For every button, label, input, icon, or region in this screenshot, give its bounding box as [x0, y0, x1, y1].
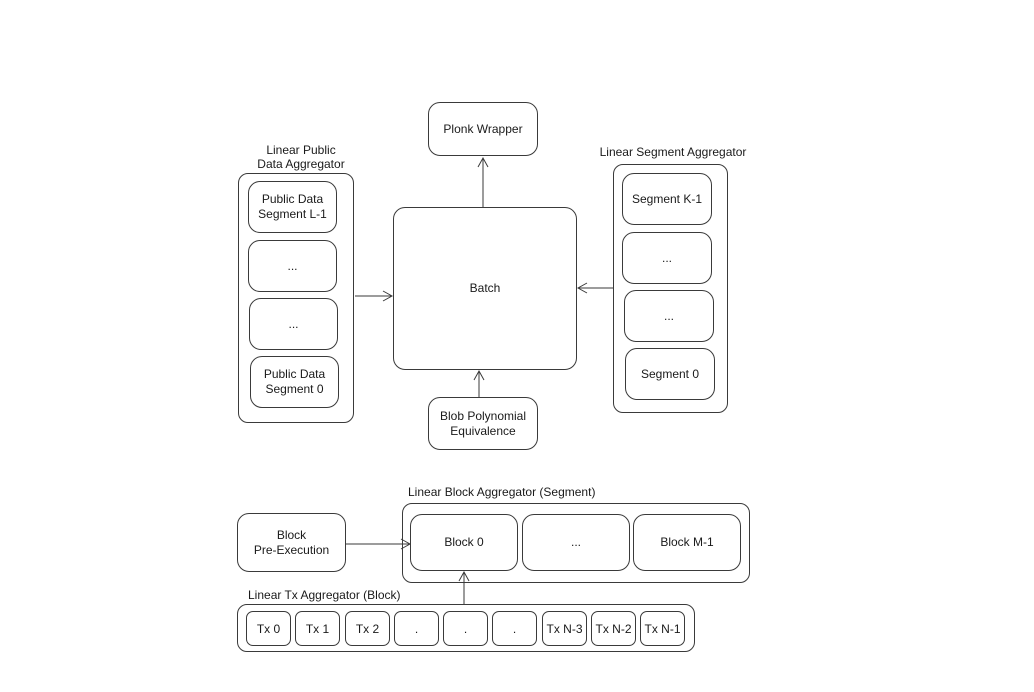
segment-aggregator-title: Linear Segment Aggregator [599, 145, 747, 159]
segment-aggregator-group [613, 164, 728, 413]
segment-top: Segment K-1 [622, 173, 712, 225]
tx-aggregator-group [237, 604, 695, 652]
tx-item: . [492, 611, 537, 646]
public-data-aggregator-group [238, 173, 354, 423]
tx-item: Tx 1 [295, 611, 340, 646]
tx-item: Tx N-3 [542, 611, 587, 646]
public-data-ellipsis-1: ... [248, 240, 337, 292]
public-data-aggregator-title: Linear Public Data Aggregator [257, 143, 345, 171]
tx-item: Tx 0 [246, 611, 291, 646]
blob-polynomial-node: Blob Polynomial Equivalence [428, 397, 538, 450]
block-last: Block M-1 [633, 514, 741, 571]
public-data-segment-top: Public Data Segment L-1 [248, 181, 337, 233]
tx-item: . [394, 611, 439, 646]
segment-ellipsis-1: ... [622, 232, 712, 284]
block-ellipsis: ... [522, 514, 630, 571]
block-aggregator-title: Linear Block Aggregator (Segment) [408, 485, 596, 499]
block-pre-execution-node: Block Pre-Execution [237, 513, 346, 572]
block-aggregator-group [402, 503, 750, 583]
public-data-ellipsis-2: ... [249, 298, 338, 350]
public-data-segment-bottom: Public Data Segment 0 [250, 356, 339, 408]
tx-item: Tx N-2 [591, 611, 636, 646]
plonk-wrapper-node: Plonk Wrapper [428, 102, 538, 156]
tx-aggregator-title: Linear Tx Aggregator (Block) [248, 588, 401, 602]
block-zero: Block 0 [410, 514, 518, 571]
segment-ellipsis-2: ... [624, 290, 714, 342]
batch-node: Batch [393, 207, 577, 370]
tx-item: Tx 2 [345, 611, 390, 646]
tx-item: Tx N-1 [640, 611, 685, 646]
segment-bottom: Segment 0 [625, 348, 715, 400]
tx-item: . [443, 611, 488, 646]
